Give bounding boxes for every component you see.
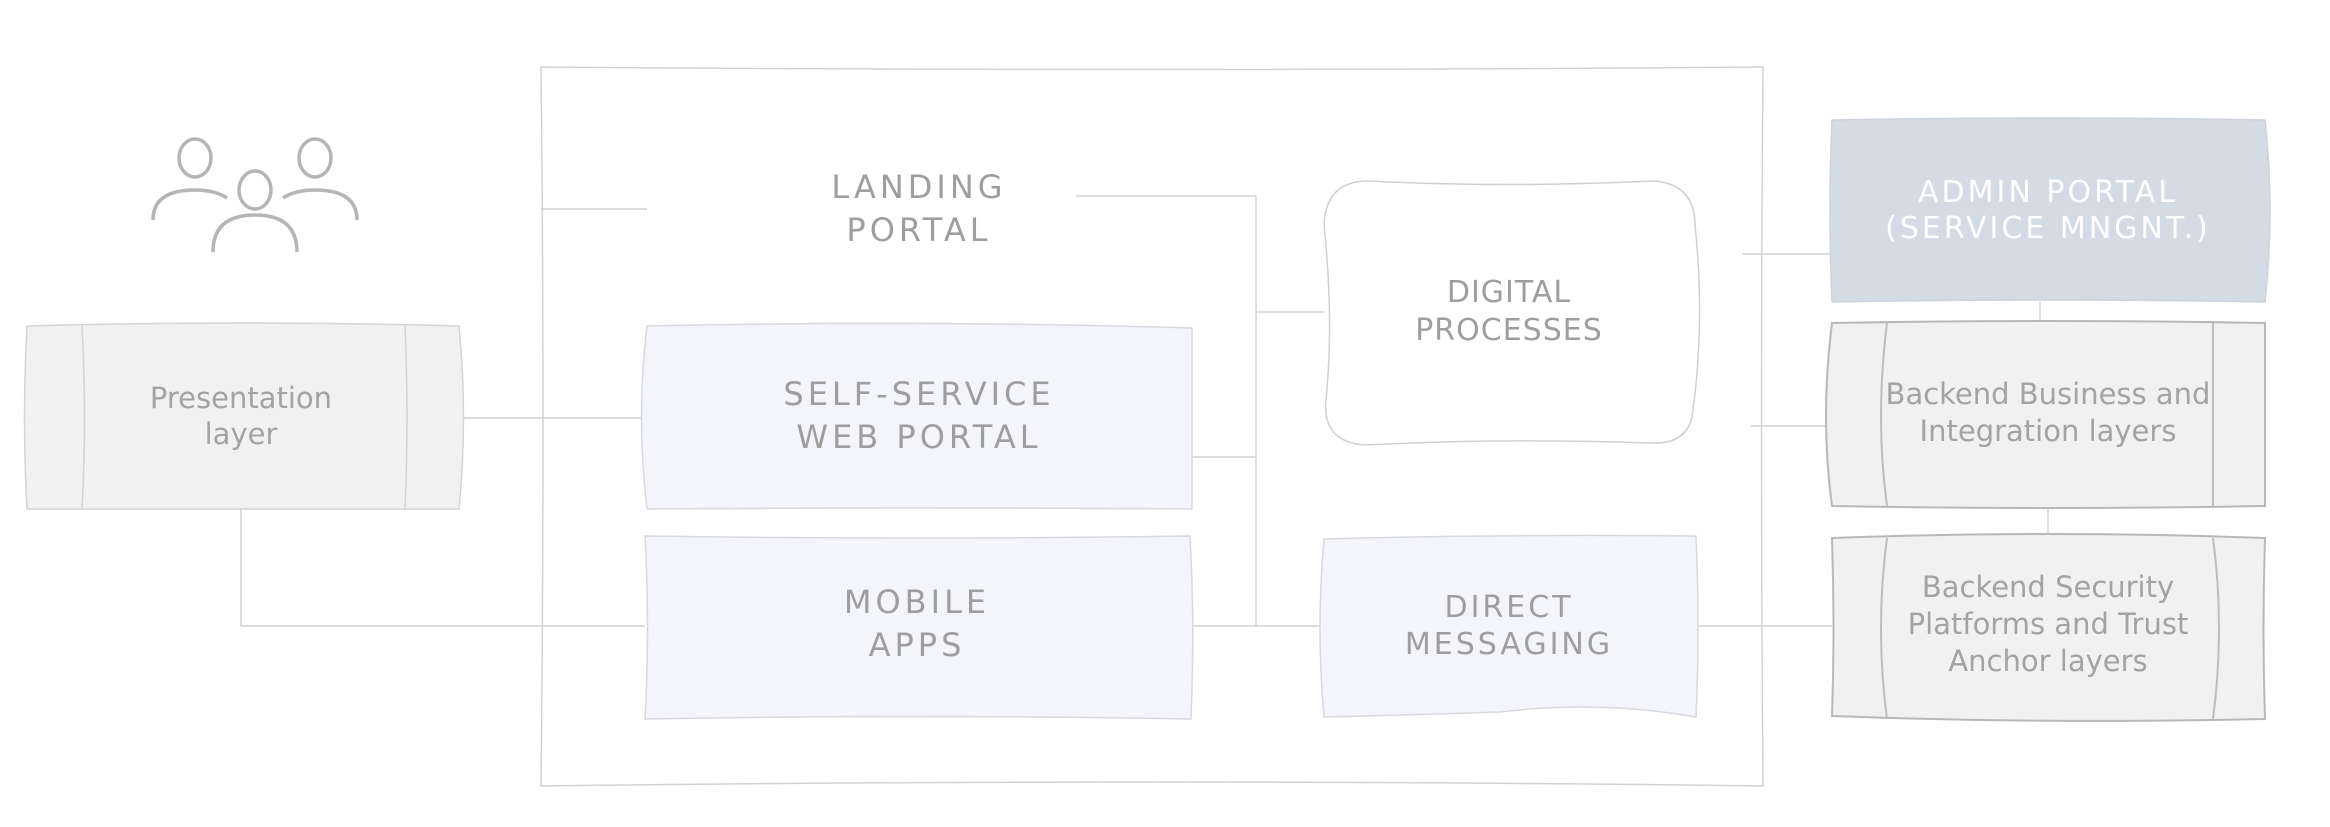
presentation-label-line1: Presentation <box>150 381 332 415</box>
direct-messaging-box[interactable]: DIRECT MESSAGING <box>1319 534 1699 718</box>
digital-processes-box[interactable]: DIGITAL PROCESSES <box>1323 180 1701 446</box>
digital-processes-line1: DIGITAL <box>1447 275 1571 310</box>
backend-business-integration-box[interactable]: Backend Business and Integration layers <box>1825 320 2266 509</box>
mobile-apps-line1: MOBILE <box>844 583 990 621</box>
backend-security-trust-box[interactable]: Backend Security Platforms and Trust Anc… <box>1830 533 2267 722</box>
mobile-apps-box[interactable]: MOBILE APPS <box>644 535 1194 720</box>
landing-portal-line2: PORTAL <box>846 211 991 249</box>
direct-messaging-line1: DIRECT <box>1444 590 1573 625</box>
self-service-line2: WEB PORTAL <box>796 418 1041 456</box>
self-service-line1: SELF-SERVICE <box>783 375 1054 413</box>
backend-security-line1: Backend Security <box>1922 570 2174 604</box>
landing-portal-line1: LANDING <box>831 168 1006 206</box>
digital-processes-line2: PROCESSES <box>1415 313 1603 348</box>
mobile-apps-line2: APPS <box>869 626 966 664</box>
landing-portal[interactable]: LANDING PORTAL <box>831 168 1006 249</box>
admin-portal-line2: (SERVICE MNGNT.) <box>1885 211 2211 246</box>
direct-messaging-line2: MESSAGING <box>1405 627 1613 662</box>
backend-security-line3: Anchor layers <box>1948 644 2147 678</box>
presentation-layer-box[interactable]: Presentation layer <box>23 322 465 510</box>
admin-portal-line1: ADMIN PORTAL <box>1918 175 2178 210</box>
portal-frame <box>540 66 1764 787</box>
backend-business-line1: Backend Business and <box>1886 377 2211 411</box>
connectors <box>240 195 2049 627</box>
self-service-web-portal-box[interactable]: SELF-SERVICE WEB PORTAL <box>640 322 1193 510</box>
presentation-label-line2: layer <box>205 417 278 451</box>
admin-portal-box[interactable]: ADMIN PORTAL (SERVICE MNGNT.) <box>1829 117 2271 303</box>
users-group-icon <box>151 137 359 253</box>
backend-security-line2: Platforms and Trust <box>1908 607 2189 641</box>
backend-business-line2: Integration layers <box>1920 414 2177 448</box>
